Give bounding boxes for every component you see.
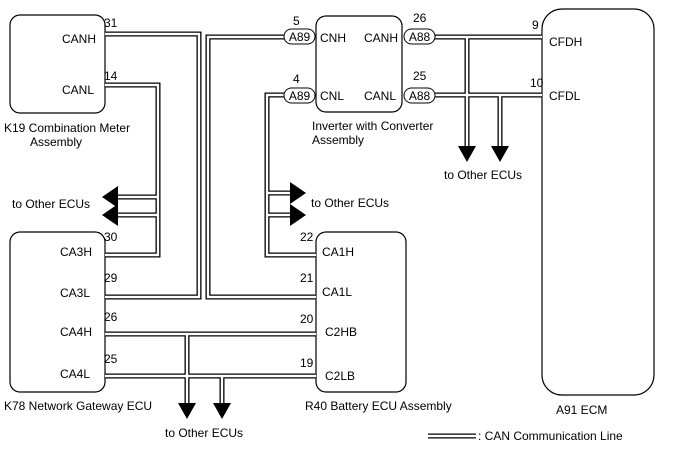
connector-label: A88 <box>409 89 431 103</box>
pin-number: 22 <box>300 230 314 244</box>
pin-label: CANH <box>364 31 398 45</box>
connector-label: A88 <box>409 30 431 44</box>
arrow-left-icon <box>102 186 118 208</box>
connector-label: A89 <box>289 30 311 44</box>
pin-number: 14 <box>104 69 118 83</box>
k19-combination-meter: CANH 31 CANL 14 K19 Combination Meter As… <box>4 16 130 149</box>
arrow-right-icon <box>290 182 306 204</box>
ecu-name: K19 Combination Meter <box>4 121 130 135</box>
legend: : CAN Communication Line <box>428 429 623 443</box>
to-other-ecus-label-center: to Other ECUs <box>311 196 389 210</box>
pin-number: 26 <box>104 310 118 324</box>
pin-number: 4 <box>293 72 300 86</box>
pin-number: 21 <box>300 271 314 285</box>
pin-number: 10 <box>530 76 544 90</box>
arrow-right-icon <box>290 204 306 226</box>
ecu-name: A91 ECM <box>556 403 607 417</box>
pin-label: CA3H <box>60 245 92 259</box>
network-gateway-ecu-box <box>9 231 106 393</box>
pin-number: 5 <box>293 14 300 28</box>
legend-label: : CAN Communication Line <box>478 429 623 443</box>
connector-a89-cnh <box>283 28 316 45</box>
ecu-name-line2: Assembly <box>30 135 82 149</box>
pin-number: 26 <box>413 11 427 25</box>
arrow-down-icon <box>458 146 476 162</box>
pin-label: CA1H <box>322 245 354 259</box>
ecu-name: K78 Network Gateway ECU <box>4 399 152 413</box>
battery-ecu-assembly: 22 CA1H 21 CA1L 20 C2HB 19 C2LB R40 Batt… <box>300 230 452 413</box>
connector-a89-cnl <box>283 87 316 104</box>
to-other-ecus-label-bottom: to Other ECUs <box>165 426 243 440</box>
to-other-ecus-label-left: to Other ECUs <box>12 197 90 211</box>
pin-label: C2LB <box>325 369 355 383</box>
connector-tags: A89 A89 A88 A88 <box>283 28 436 104</box>
k19-combination-meter-box <box>9 14 106 114</box>
inverter-converter-box <box>315 15 403 113</box>
pin-number: 9 <box>532 18 539 32</box>
pin-label: CFDH <box>549 35 582 49</box>
pin-label: CA1L <box>322 285 352 299</box>
ecu-name: Inverter with Converter <box>312 119 433 133</box>
ecu-name-line2: Assembly <box>312 133 364 147</box>
pin-number: 29 <box>104 271 118 285</box>
arrows <box>102 146 509 419</box>
to-other-ecus-label-top-right: to Other ECUs <box>444 168 522 182</box>
ecu-name: R40 Battery ECU Assembly <box>305 399 452 413</box>
ecm-box <box>541 8 655 396</box>
pin-label: CANL <box>62 83 94 97</box>
pin-number: 20 <box>300 312 314 326</box>
pin-label: CFDL <box>549 89 581 103</box>
arrow-left-icon <box>102 204 118 226</box>
pin-number: 25 <box>104 352 118 366</box>
connector-a88-canl <box>403 87 436 104</box>
ecm: 9 CFDH 10 CFDL A91 ECM <box>530 18 607 417</box>
pin-label: CA4L <box>60 367 90 381</box>
pin-number: 19 <box>300 356 314 370</box>
connector-a88-canh <box>403 28 436 45</box>
pin-label: CNL <box>320 89 344 103</box>
pin-number: 31 <box>104 16 118 30</box>
pin-label: CA3L <box>60 286 90 300</box>
pin-label: C2HB <box>325 325 357 339</box>
pin-label: CANL <box>364 89 396 103</box>
arrow-down-icon <box>491 146 509 162</box>
inverter-converter-assembly: 5 CNH 4 CNL 26 CANH 25 CANL Inverter wit… <box>293 11 433 147</box>
pin-label: CNH <box>320 31 346 45</box>
connector-label: A89 <box>289 89 311 103</box>
can-lines <box>105 31 542 405</box>
pin-label: CA4H <box>60 325 92 339</box>
battery-ecu-box <box>315 231 407 393</box>
arrow-down-icon <box>178 403 196 419</box>
pin-number: 30 <box>104 230 118 244</box>
pin-label: CANH <box>62 32 96 46</box>
pin-number: 25 <box>413 69 427 83</box>
network-gateway-ecu: 30 CA3H 29 CA3L 26 CA4H 25 CA4L K78 Netw… <box>4 230 152 413</box>
arrow-down-icon <box>213 403 231 419</box>
